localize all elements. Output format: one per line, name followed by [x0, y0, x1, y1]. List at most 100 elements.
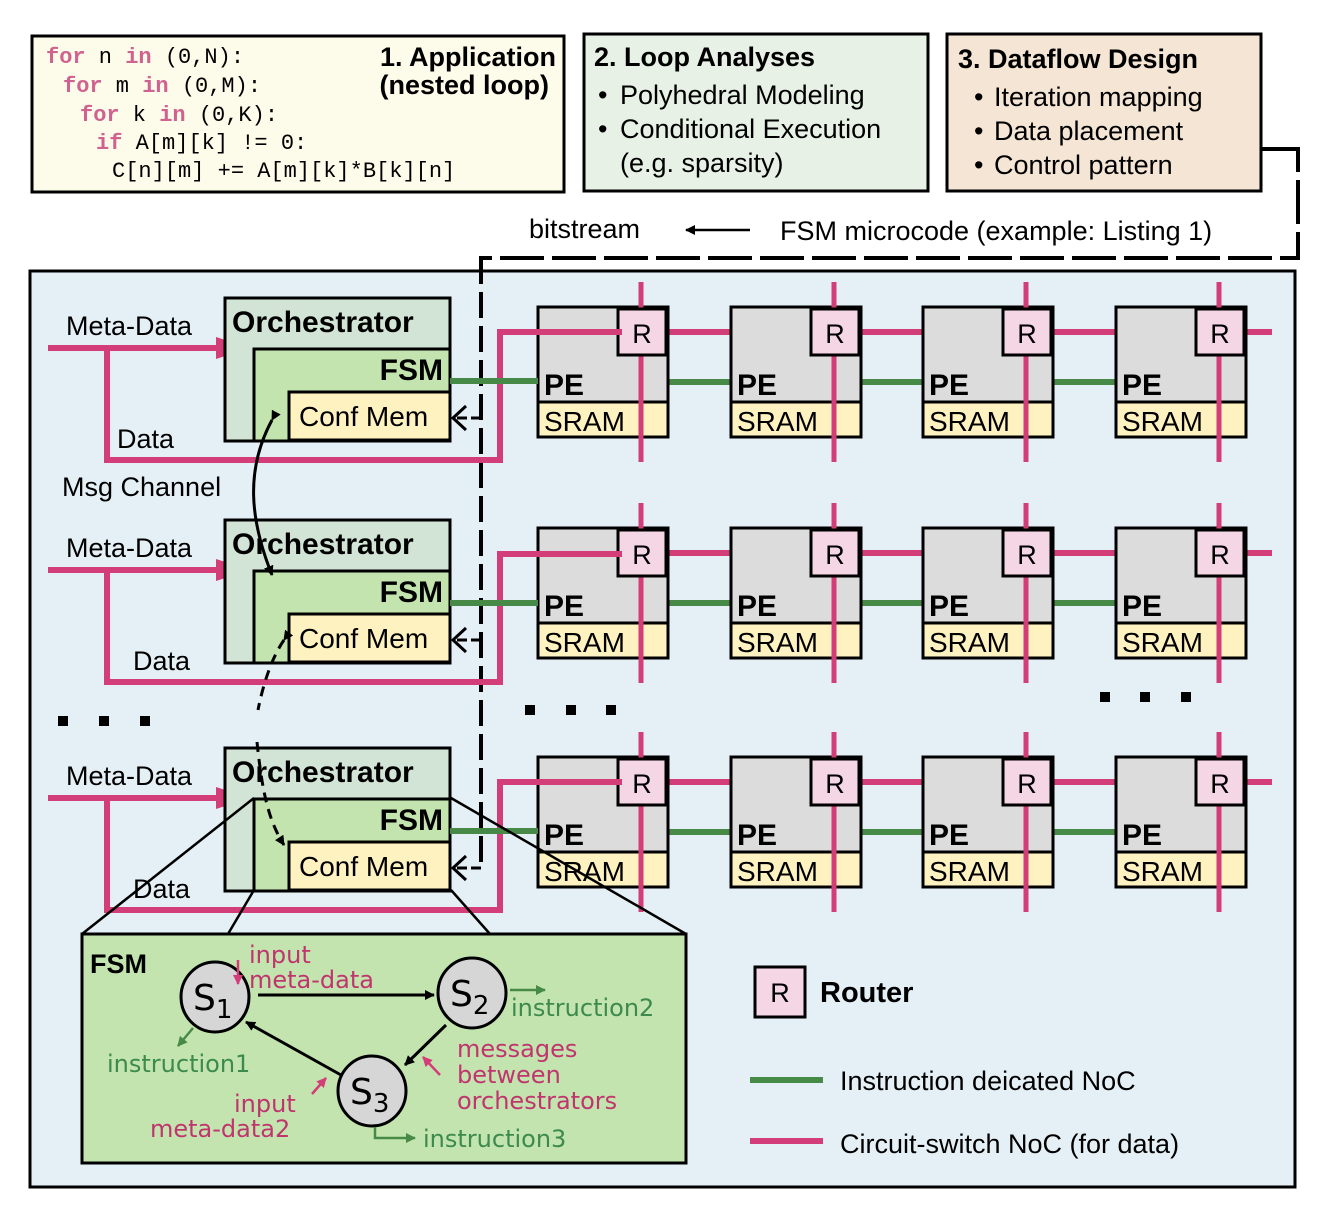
- arrow-head-icon: [450, 404, 468, 432]
- legend-instruction-noc: Instruction deicated NoC: [750, 1066, 1136, 1096]
- ellipsis-icon: [525, 705, 616, 715]
- pe-label: PE: [544, 819, 584, 852]
- fsm-detail-title: FSM: [90, 949, 147, 979]
- msg-channel-label: Msg Channel: [62, 472, 221, 502]
- input1-label: meta-data: [249, 966, 374, 994]
- ellipsis-icon: [1100, 692, 1191, 702]
- fsm-label: FSM: [380, 576, 443, 609]
- sram-block: [1114, 850, 1248, 889]
- msg-channel-dashed-arrow: [255, 741, 286, 846]
- pe-label: PE: [1122, 590, 1162, 623]
- state-s1: S1: [179, 960, 251, 1034]
- legend-router-label: Router: [820, 977, 913, 1009]
- sram-label: SRAM: [1122, 627, 1203, 658]
- pe-label: PE: [737, 819, 777, 852]
- svg-text:R: R: [1210, 769, 1230, 799]
- code-line: C[n][m] += A[m][k]*B[k][n]: [112, 159, 455, 184]
- code-line: for m in (0,M):: [63, 74, 261, 99]
- svg-text:R: R: [1017, 769, 1037, 799]
- router: R: [616, 307, 668, 357]
- zoom-callout-lines: [81, 796, 687, 936]
- dataflow-design-box: 3. Dataflow Design • Iteration mapping •…: [945, 32, 1263, 193]
- dataflow-item: Data placement: [994, 116, 1184, 146]
- instruction1-label: instruction1: [107, 1050, 250, 1078]
- fsm-label: FSM: [380, 804, 443, 837]
- sram-block: [921, 850, 1055, 889]
- ellipsis-icon: [58, 716, 150, 726]
- sram-label: SRAM: [1122, 856, 1203, 887]
- meta-data-label: Meta-Data: [66, 761, 193, 791]
- pe-label: PE: [737, 590, 777, 623]
- pe-label: PE: [929, 369, 969, 402]
- data-link: [104, 551, 622, 685]
- pe-tile: PE SRAM R: [729, 503, 863, 683]
- pe-label: PE: [929, 590, 969, 623]
- sram-label: SRAM: [544, 627, 625, 658]
- conf-mem-label: Conf Mem: [299, 623, 428, 654]
- instruction2-label: instruction2: [511, 994, 654, 1022]
- dataflow-item: Control pattern: [994, 150, 1173, 180]
- input2-label: meta-data2: [150, 1115, 290, 1143]
- pe-label: PE: [737, 369, 777, 402]
- input1-label: input: [249, 941, 311, 969]
- meta-data-label: Meta-Data: [66, 311, 193, 341]
- sram-label: SRAM: [929, 406, 1010, 437]
- fsm-detail-box: FSM S1 S2 S3 input meta-data instruction…: [80, 932, 688, 1165]
- meta-data-label: Meta-Data: [66, 533, 193, 563]
- svg-text:R: R: [632, 319, 652, 349]
- pe-label: PE: [544, 590, 584, 623]
- svg-text:R: R: [825, 540, 845, 570]
- microcode-label: FSM microcode (example: Listing 1): [780, 216, 1212, 246]
- output-arrow-icon: [177, 1027, 194, 1047]
- pe-label: PE: [544, 369, 584, 402]
- router: R: [1194, 528, 1246, 578]
- svg-text:Instruction deicated NoC: Instruction deicated NoC: [840, 1066, 1136, 1096]
- sram-label: SRAM: [737, 406, 818, 437]
- router: R: [1001, 528, 1053, 578]
- svg-text:R: R: [1017, 319, 1037, 349]
- router: R: [1194, 757, 1246, 807]
- router: R: [1194, 307, 1246, 357]
- state-s3: S3: [336, 1054, 408, 1128]
- sram-block: [1114, 400, 1248, 439]
- svg-text:R: R: [1210, 540, 1230, 570]
- data-label: Data: [117, 424, 175, 454]
- orchestrator-title: Orchestrator: [232, 306, 414, 339]
- fsm-label: FSM: [380, 354, 443, 387]
- router: R: [1001, 757, 1053, 807]
- sram-block: [536, 621, 670, 660]
- svg-text:R: R: [825, 319, 845, 349]
- dataflow-design-title: 3. Dataflow Design: [958, 44, 1198, 74]
- sram-label: SRAM: [1122, 406, 1203, 437]
- bullet-icon: •: [974, 116, 983, 146]
- svg-text:R: R: [1017, 540, 1037, 570]
- application-box: 1. Application (nested loop) for n in (0…: [30, 34, 566, 194]
- router: R: [1001, 307, 1053, 357]
- loop-analysis-item: Conditional Execution: [620, 114, 881, 144]
- pe-tile: PE SRAM R: [1114, 732, 1248, 912]
- sram-label: SRAM: [544, 406, 625, 437]
- pe-label: PE: [1122, 819, 1162, 852]
- svg-text:R: R: [1210, 319, 1230, 349]
- conf-mem-label: Conf Mem: [299, 851, 428, 882]
- data-label: Data: [133, 874, 191, 904]
- arrow-head-icon: [450, 626, 468, 654]
- loop-analyses-box: 2. Loop Analyses • Polyhedral Modeling •…: [582, 32, 930, 193]
- bullet-icon: •: [974, 82, 983, 112]
- code-line: for k in (0,K):: [80, 103, 278, 128]
- messages-label: messages: [457, 1035, 577, 1063]
- router: R: [616, 757, 668, 807]
- sram-label: SRAM: [737, 627, 818, 658]
- sram-block: [536, 400, 670, 439]
- state-s2: S2: [436, 956, 508, 1030]
- data-label: Data: [133, 646, 191, 676]
- svg-text:S1: S1: [193, 978, 232, 1025]
- code-listing: for n in (0,N): for m in (0,M): for k in…: [46, 45, 455, 184]
